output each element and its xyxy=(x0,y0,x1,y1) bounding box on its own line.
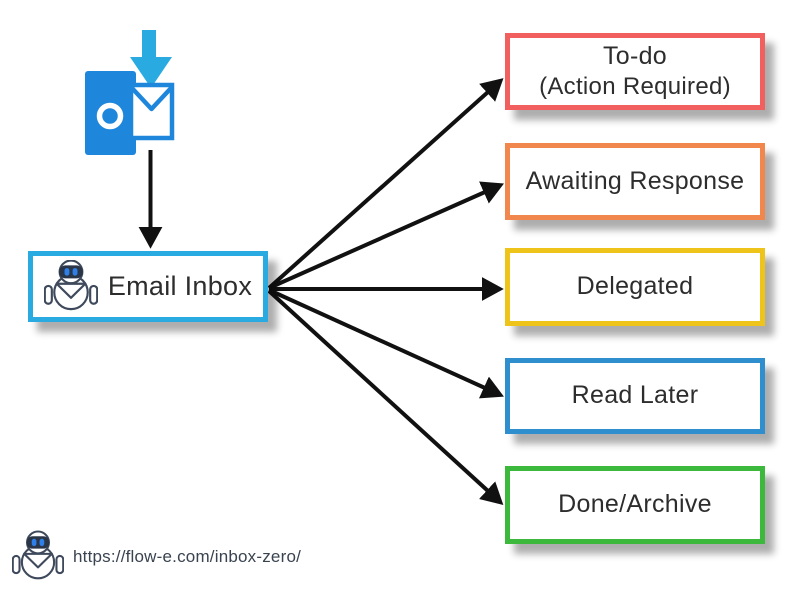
arrow-inbox-to-todo xyxy=(267,78,504,290)
arrow-inbox-to-readlater xyxy=(268,288,504,399)
category-label: Done/Archive xyxy=(558,490,712,519)
category-todo: To-do (Action Required) xyxy=(505,33,765,110)
footer-url: https://flow-e.com/inbox-zero/ xyxy=(73,547,302,566)
arrow-inbox-to-awaiting xyxy=(268,181,505,290)
outlook-icon xyxy=(83,27,183,159)
outlook-o-letter xyxy=(96,102,124,130)
outlook-tile xyxy=(85,71,136,155)
category-label: Delegated xyxy=(576,272,694,301)
email-inbox-label: Email Inbox xyxy=(107,271,253,301)
category-label: Awaiting Response xyxy=(525,166,745,195)
category-delegated: Delegated xyxy=(505,248,765,326)
email-inbox-node: Email Inbox xyxy=(28,251,268,322)
category-done-archive: Done/Archive xyxy=(505,466,765,544)
flow-e-robot-icon xyxy=(44,260,98,314)
arrow-inbox-to-done xyxy=(267,289,504,506)
category-label: Read Later xyxy=(571,381,699,410)
flow-e-robot-icon xyxy=(12,528,64,586)
category-read-later: Read Later xyxy=(505,358,765,434)
category-label: To-do xyxy=(602,41,668,70)
download-arrow-icon xyxy=(130,30,172,88)
category-sublabel: (Action Required) xyxy=(539,73,731,101)
footer-brand: https://flow-e.com/inbox-zero/ xyxy=(12,528,301,586)
category-awaiting-response: Awaiting Response xyxy=(505,143,765,220)
